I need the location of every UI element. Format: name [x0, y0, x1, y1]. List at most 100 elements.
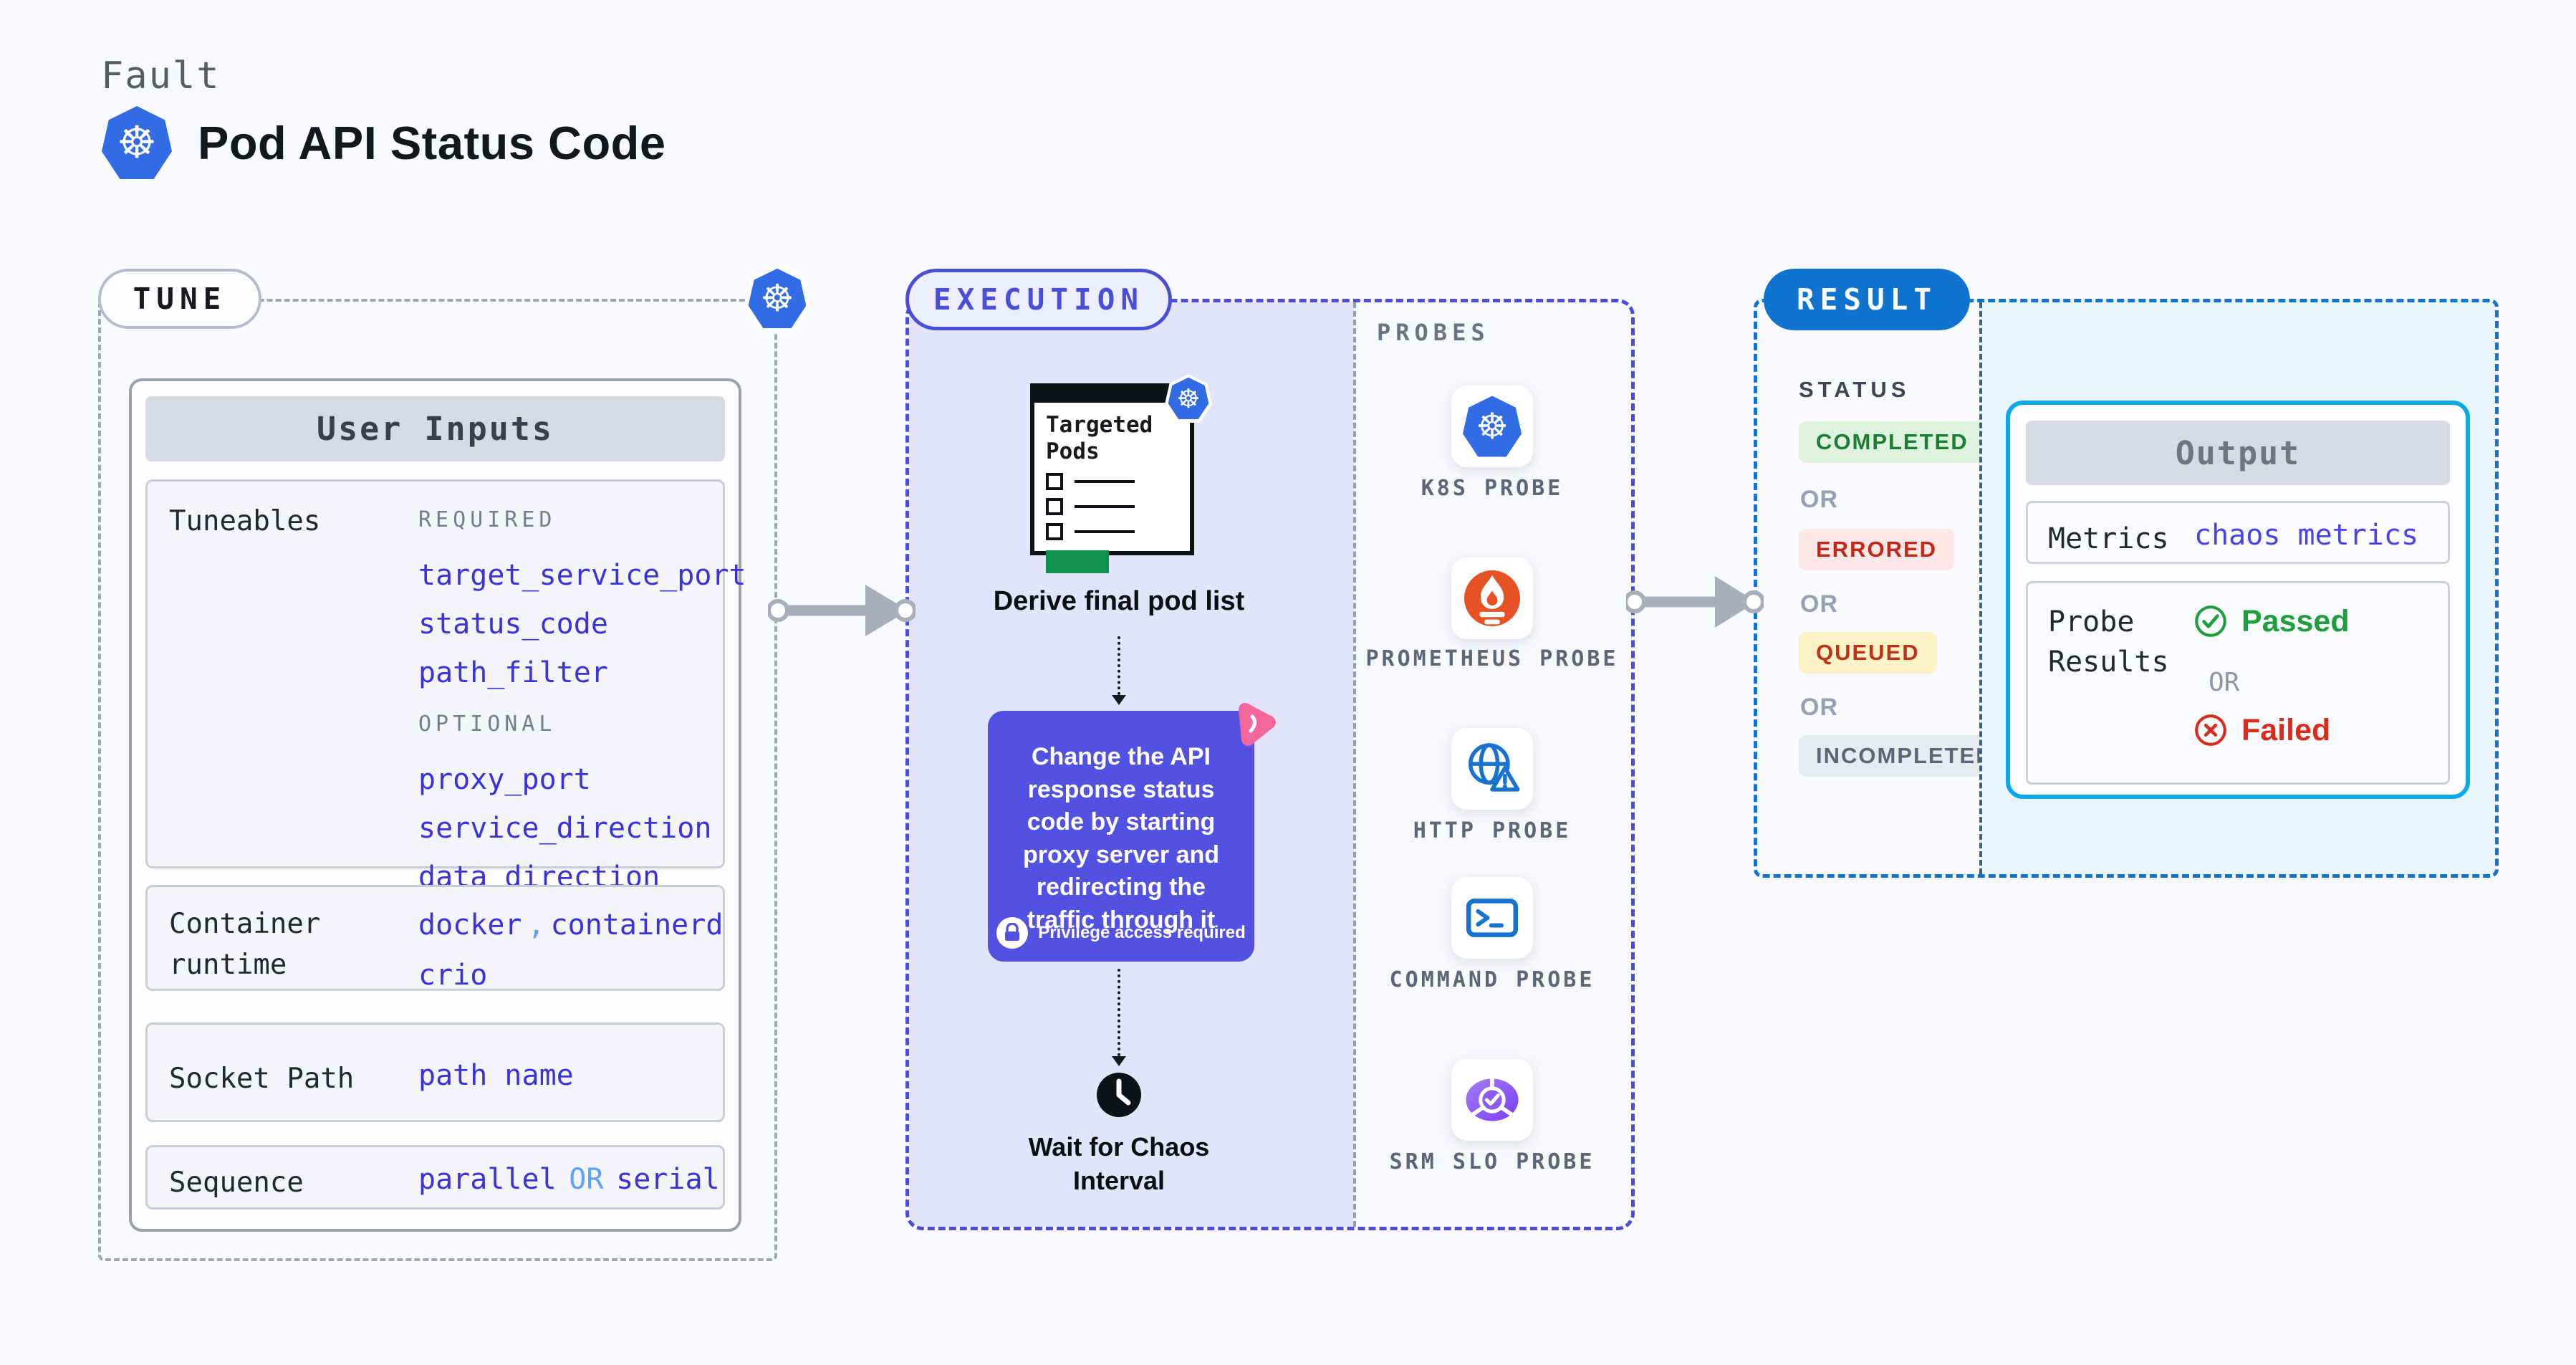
- kubernetes-icon: ☸: [1463, 396, 1522, 457]
- pod-line: [1075, 505, 1135, 509]
- pod-line: [1075, 480, 1135, 484]
- or-label: OR: [2209, 668, 2240, 697]
- socket-path-name[interactable]: path name: [418, 1059, 574, 1092]
- probe-label-command: COMMAND PROBE: [1389, 967, 1595, 992]
- metrics-value: chaos metrics: [2194, 519, 2419, 552]
- param-link-path-filter[interactable]: path_filter: [418, 656, 608, 689]
- fault-category-label: Fault: [101, 54, 221, 97]
- status-badge-incompleted: INCOMPLETED: [1799, 735, 2011, 777]
- fault-action-text: Change the API response status code by s…: [1022, 743, 1220, 934]
- x-circle-icon: [2195, 714, 2226, 746]
- probe-results-row: Probe Results Passed OR Failed: [2026, 581, 2450, 785]
- pod-list-item: [1046, 473, 1190, 491]
- privilege-label: Privilege access required: [1038, 923, 1246, 942]
- pod-list-item: [1046, 523, 1190, 541]
- sequence-or-label: OR: [569, 1163, 604, 1196]
- pod-line: [1075, 530, 1135, 534]
- metrics-row: Metrics chaos metrics: [2026, 501, 2450, 564]
- probe-label-http: HTTP PROBE: [1413, 818, 1572, 843]
- pod-list-item: [1046, 498, 1190, 516]
- sequence-label: Sequence: [169, 1167, 304, 1199]
- targeted-pods-card: Targeted Pods: [1030, 383, 1194, 574]
- runtime-docker[interactable]: docker: [418, 909, 522, 942]
- targeted-pods-titlebar: [1034, 387, 1191, 403]
- checkbox-icon: [1046, 498, 1063, 516]
- runtime-crio[interactable]: crio: [418, 959, 488, 992]
- or-label: OR: [1800, 486, 1838, 513]
- arrow-down-icon: [1112, 695, 1126, 705]
- sequence-serial[interactable]: serial: [616, 1163, 720, 1196]
- tune-panel: [98, 299, 777, 1261]
- tune-badge: TUNE: [98, 269, 261, 329]
- slo-pie-check-icon: [1466, 1078, 1519, 1121]
- arrow-down-icon: [1112, 1056, 1126, 1066]
- tuneables-row: Tuneables REQUIRED target_service_port s…: [145, 479, 746, 894]
- metrics-label: Metrics: [2048, 522, 2169, 555]
- probe-card-http: [1451, 728, 1533, 810]
- param-link-status-code[interactable]: status_code: [418, 608, 608, 641]
- kubernetes-icon: ☸: [744, 264, 811, 333]
- user-inputs-header: User Inputs: [145, 396, 725, 461]
- lock-icon: [996, 917, 1029, 949]
- targeted-pods-title: Targeted Pods: [1046, 412, 1153, 465]
- checkbox-icon: [1046, 473, 1063, 491]
- http-globe-warning-icon: [1469, 743, 1520, 792]
- passed-result: Passed: [2193, 603, 2350, 639]
- status-badge-errored: ERRORED: [1799, 529, 1955, 570]
- terminal-icon: [1466, 899, 1519, 937]
- chaos-litmus-icon: [1239, 703, 1276, 746]
- tuneables-values: REQUIRED target_service_port status_code…: [418, 507, 746, 901]
- check-circle-icon: [2195, 605, 2226, 637]
- probe-card-srm-slo: [1451, 1059, 1533, 1141]
- dotted-connector: [1118, 636, 1120, 695]
- wait-chaos-interval-label: Wait for Chaos Interval: [1028, 1132, 1210, 1195]
- page-title: Pod API Status Code: [198, 116, 666, 169]
- or-label: OR: [1800, 694, 1838, 721]
- socket-path-value: path name: [418, 1059, 574, 1092]
- optional-kicker: OPTIONAL: [418, 712, 557, 737]
- failed-label: Failed: [2241, 712, 2331, 747]
- green-action-bar: [1046, 550, 1109, 574]
- failed-result: Failed: [2193, 712, 2330, 748]
- param-link-service-direction[interactable]: service_direction: [418, 812, 712, 845]
- probe-card-prometheus: [1451, 557, 1533, 639]
- sequence-parallel[interactable]: parallel: [418, 1163, 557, 1196]
- sequence-row: Sequence parallel OR serial: [145, 1145, 725, 1210]
- privilege-row: Privilege access required: [988, 917, 1254, 949]
- probe-label-srm-slo: SRM SLO PROBE: [1389, 1149, 1595, 1174]
- probes-header: PROBES: [1377, 319, 1490, 346]
- user-inputs-card: User Inputs Tuneables REQUIRED target_se…: [129, 378, 746, 1232]
- container-runtime-values: docker,containerd crio: [418, 903, 723, 1003]
- fault-action-callout: Change the API response status code by s…: [988, 711, 1254, 962]
- flow-arrow-tune-to-execution: [768, 585, 915, 636]
- output-header: Output: [2026, 421, 2450, 485]
- status-badge-completed: COMPLETED: [1799, 421, 1986, 463]
- probe-card-k8s: ☸: [1451, 385, 1533, 467]
- clock-icon: [1097, 1073, 1141, 1117]
- kubernetes-icon: ☸: [1165, 374, 1212, 423]
- derive-pod-list-label: Derive final pod list: [993, 586, 1245, 616]
- param-link-proxy-port[interactable]: proxy_port: [418, 763, 591, 796]
- probe-results-label: Probe Results: [2048, 605, 2169, 679]
- status-column: STATUS COMPLETED OR ERRORED OR QUEUED OR…: [1757, 302, 2011, 874]
- prometheus-icon: [1464, 570, 1520, 626]
- probe-label-prometheus: PROMETHEUS PROBE: [1365, 646, 1619, 671]
- or-label: OR: [1800, 590, 1838, 618]
- status-header: STATUS: [1799, 377, 1911, 402]
- probe-label-k8s: K8S PROBE: [1421, 476, 1564, 501]
- flow-arrow-execution-to-result: [1626, 576, 1764, 628]
- runtime-containerd[interactable]: containerd: [550, 909, 724, 942]
- required-kicker: REQUIRED: [418, 507, 557, 532]
- socket-path-row: Socket Path path name: [145, 1022, 725, 1122]
- param-link-target-service-port[interactable]: target_service_port: [418, 559, 746, 592]
- status-badge-queued: QUEUED: [1799, 632, 1937, 674]
- container-runtime-label: Container runtime: [169, 908, 321, 981]
- socket-path-label: Socket Path: [169, 1063, 355, 1095]
- container-runtime-row: Container runtime docker,containerd crio: [145, 885, 725, 992]
- output-card: Output Metrics chaos metrics Probe Resul…: [2006, 401, 2470, 799]
- probe-card-command: [1451, 877, 1533, 959]
- passed-label: Passed: [2241, 603, 2350, 638]
- tuneables-label: Tuneables: [169, 505, 321, 537]
- kubernetes-logo-icon: ☸: [102, 106, 172, 179]
